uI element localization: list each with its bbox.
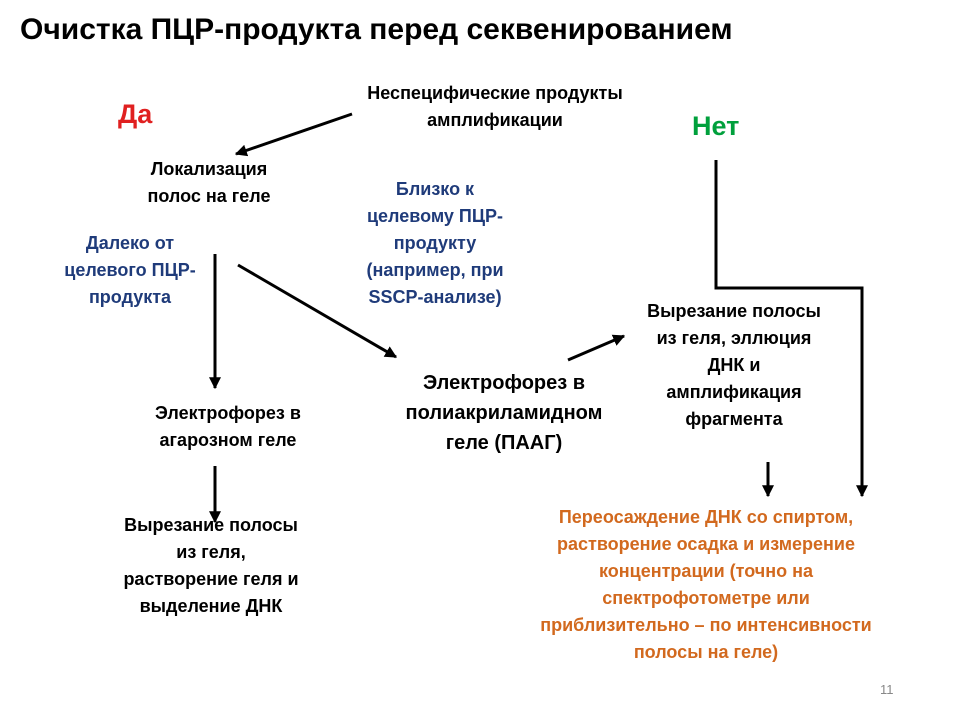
slide-title: Очистка ПЦР-продукта перед секвенировани… [20,13,733,46]
arrow-paag-to-excise [567,334,626,362]
arrow-unspecific-to-localization [234,112,353,157]
arrow-no-to-reprecipitation [714,160,868,498]
reprecipitation-node: Переосаждение ДНК со спиртом,растворение… [540,507,872,662]
arrow-localization-to-paag [237,263,398,359]
page-number: 11 [880,682,894,697]
no-label: Нет [692,111,740,141]
yes-label: Да [118,99,153,129]
